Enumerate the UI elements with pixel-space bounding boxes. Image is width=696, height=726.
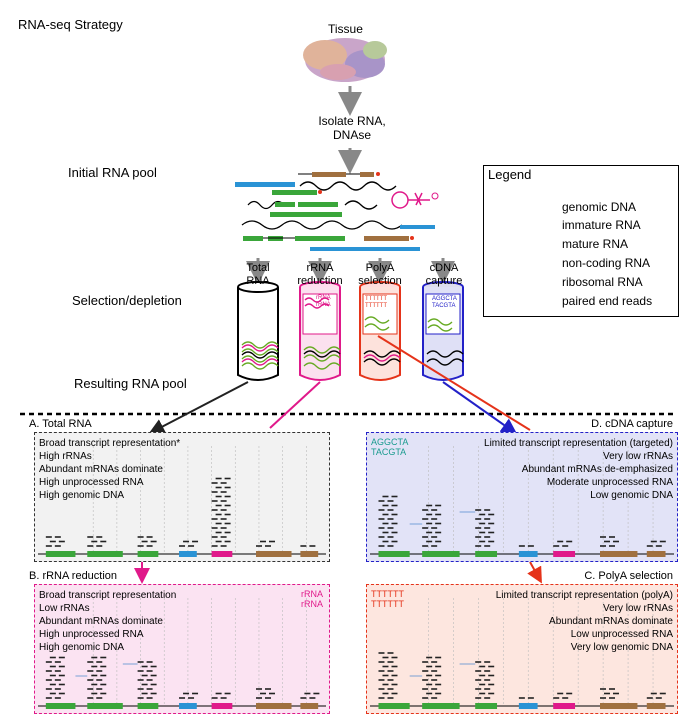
panel-title: D. cDNA capture: [591, 418, 673, 430]
panel-title: B. rRNA reduction: [29, 570, 118, 582]
legend-paired-end-reads: paired end reads: [562, 294, 653, 308]
tube-rrna: [299, 281, 341, 381]
legend-box: Legend genomic DNA immature RNA mature R…: [483, 165, 679, 317]
legend-immature-rna: immature RNA: [562, 218, 641, 232]
tube-cdna: [422, 281, 464, 381]
tissue-image: [303, 38, 387, 82]
selection-label: Selection/depletion: [72, 293, 182, 308]
resulting-pool-label: Resulting RNA pool: [74, 376, 187, 391]
legend-title: Legend: [488, 167, 532, 182]
tube-polya: [359, 281, 401, 381]
panel-cdna-capture: D. cDNA capture Limited transcript repre…: [366, 418, 678, 562]
initial-rna-pool: [235, 172, 439, 251]
panel-notes: Limited transcript representation (targe…: [484, 438, 673, 501]
panel-title: C. PolyA selection: [584, 570, 673, 582]
page-title: RNA-seq Strategy: [18, 17, 123, 32]
initial-pool-label: Initial RNA pool: [68, 165, 157, 180]
read-stacks: [45, 477, 666, 699]
panel-rrna-reduction: B. rRNA reduction Broad transcript repre…: [29, 570, 330, 714]
gene-tracks: [38, 446, 674, 709]
panel-notes: Limited transcript representation (polyA…: [495, 590, 673, 653]
panel-notes: Broad transcript representation*High rRN…: [39, 438, 181, 501]
panel-title: A. Total RNA: [29, 418, 92, 430]
legend-noncoding-rna: non-coding RNA: [562, 256, 651, 270]
legend-ribosomal-rna: ribosomal RNA: [562, 275, 643, 289]
tube-total: [237, 281, 279, 381]
panel-polya-selection: C. PolyA selection Limited transcript re…: [366, 570, 678, 714]
tissue-label: Tissue: [328, 22, 363, 36]
panel-total-rna: A. Total RNA Broad transcript representa…: [29, 418, 330, 562]
legend-mature-rna: mature RNA: [562, 237, 629, 251]
legend-genomic-dna: genomic DNA: [562, 200, 637, 214]
isolate-label: Isolate RNA,DNAse: [318, 114, 386, 142]
